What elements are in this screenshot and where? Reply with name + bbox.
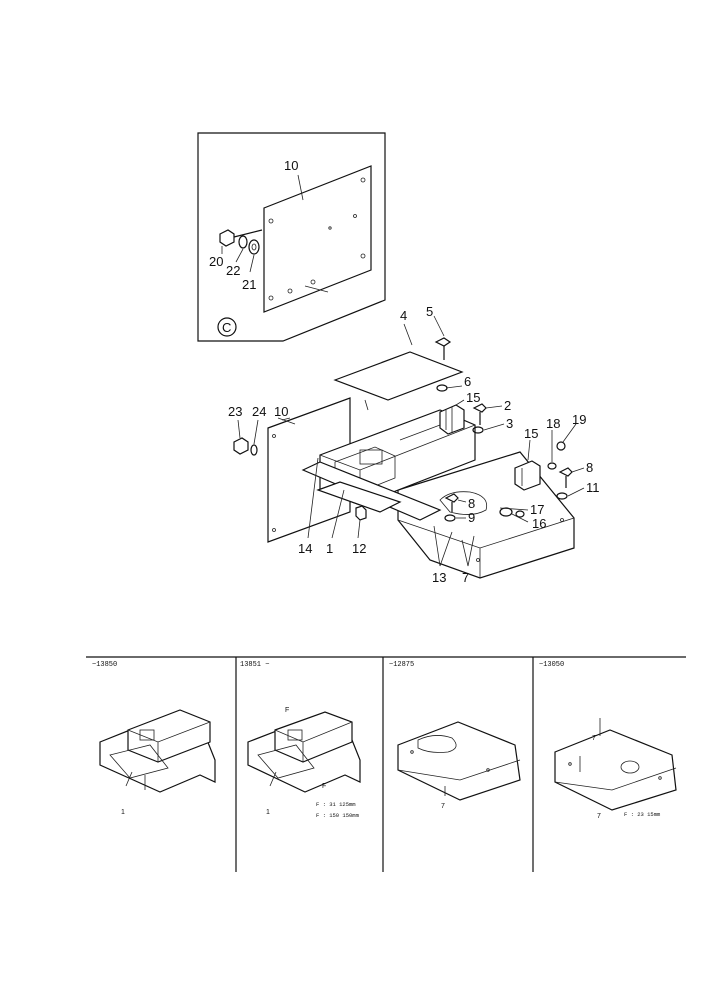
callout-8-right: 8 <box>586 460 593 475</box>
box-frame-1 <box>301 409 476 521</box>
variant-4-label-top: 7 <box>592 735 596 742</box>
bracket-15 <box>439 404 541 491</box>
callout-10-main: 10 <box>274 404 288 419</box>
detail-c-bolt-assembly <box>219 229 263 273</box>
detail-c-marker <box>217 317 237 337</box>
callout-15-left: 15 <box>466 390 480 405</box>
callout-6: 6 <box>464 374 471 389</box>
variant-2-f-bottom: F <box>322 783 326 790</box>
callout-15-right: 15 <box>524 426 538 441</box>
callout-12: 12 <box>352 541 366 556</box>
callout-14: 14 <box>298 541 312 556</box>
variant-4-note: F : 23 15mm <box>624 811 661 818</box>
variant-2-label: 1 <box>266 809 270 816</box>
callout-16: 16 <box>532 516 546 531</box>
fasteners <box>233 337 573 522</box>
callout-1: 1 <box>326 541 333 556</box>
leader-lines <box>237 315 585 567</box>
callout-7: 7 <box>462 570 469 585</box>
variant-4-label-bottom: 7 <box>597 813 601 820</box>
callout-24: 24 <box>252 404 266 419</box>
callout-4: 4 <box>400 308 407 323</box>
callout-19: 19 <box>572 412 586 427</box>
variant-1-header: ~13850 <box>92 661 117 669</box>
callout-10-detail: 10 <box>284 158 298 173</box>
leader-10c <box>297 174 304 201</box>
variant-1-label: 1 <box>121 809 125 816</box>
callout-11: 11 <box>586 480 600 495</box>
callout-2: 2 <box>504 398 511 413</box>
variant-2-f-top: F <box>285 707 289 714</box>
variant-2: 13851 ~ 1 F F F : 31 125mm F : 150 150mm <box>240 661 361 819</box>
callout-3: 3 <box>506 416 513 431</box>
variant-1: ~13850 1 <box>92 661 216 816</box>
cover-plate-4 <box>333 351 464 411</box>
variant-4: ~13050 7 7 F : 23 15mm <box>539 661 677 820</box>
callout-8-center: 8 <box>468 496 475 511</box>
callout-9: 9 <box>468 510 475 525</box>
callout-17: 17 <box>530 502 544 517</box>
variant-4-header: ~13050 <box>539 661 564 669</box>
callout-22: 22 <box>226 263 240 278</box>
detail-c-frame <box>197 132 386 342</box>
detail-c-panel <box>263 165 372 313</box>
variant-2-header: 13851 ~ <box>240 661 269 669</box>
callout-21: 21 <box>242 277 256 292</box>
variant-strip <box>86 656 686 872</box>
variant-3: ~12875 7 <box>389 661 521 810</box>
variant-2-note-2: F : 150 150mm <box>316 812 360 819</box>
variant-3-label: 7 <box>441 803 445 810</box>
callout-5: 5 <box>426 304 433 319</box>
callout-20: 20 <box>209 254 223 269</box>
callout-13: 13 <box>432 570 446 585</box>
callout-18: 18 <box>546 416 560 431</box>
variant-3-header: ~12875 <box>389 661 414 669</box>
callout-23: 23 <box>228 404 242 419</box>
variant-2-note-1: F : 31 125mm <box>316 801 356 808</box>
detail-c-marker-letter: C <box>222 320 231 335</box>
